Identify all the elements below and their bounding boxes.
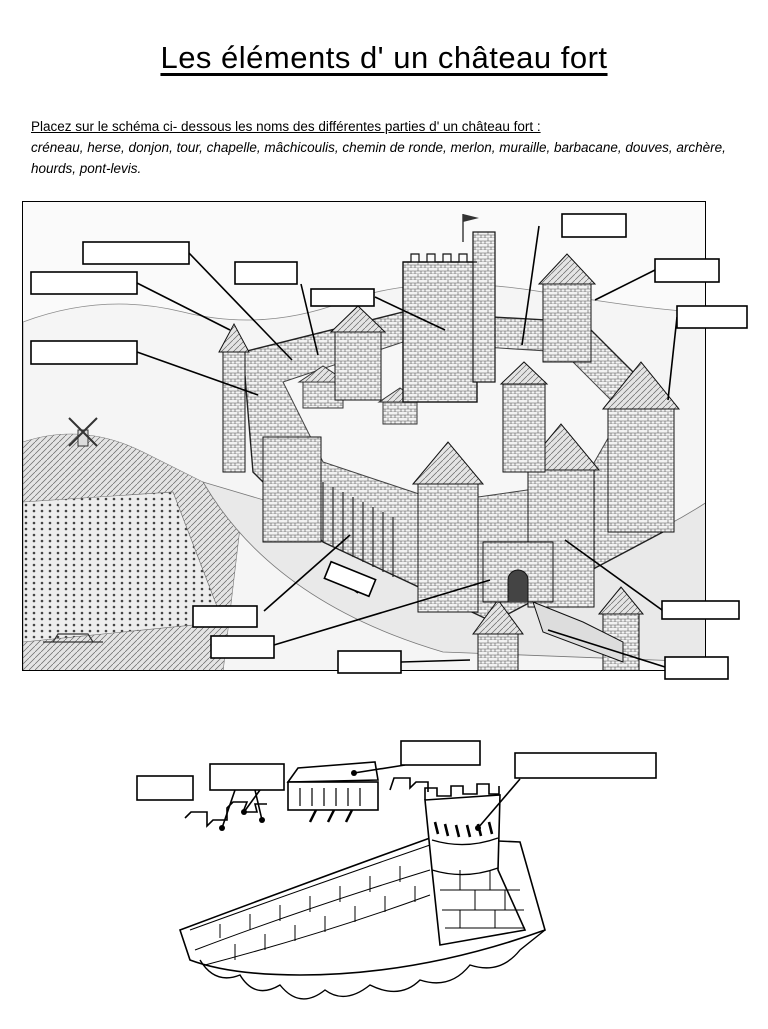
hoarding-drawing — [286, 761, 379, 823]
castle-label-box-2[interactable] — [30, 271, 138, 295]
word-list: créneau, herse, donjon, tour, chapelle, … — [31, 140, 726, 176]
wall-label-box-2[interactable] — [209, 763, 285, 791]
castle-label-box-5[interactable] — [310, 288, 375, 307]
wall-label-box-4[interactable] — [514, 752, 657, 779]
wall-label-box-3[interactable] — [400, 740, 481, 766]
castle-label-box-14[interactable] — [664, 656, 729, 680]
castle-label-box-13[interactable] — [661, 600, 740, 620]
instruction-text: Placez sur le schéma ci- dessous les nom… — [31, 119, 541, 134]
castle-label-box-9[interactable] — [192, 605, 258, 628]
castle-label-box-6[interactable] — [561, 213, 627, 238]
instructions: Placez sur le schéma ci- dessous les nom… — [31, 116, 746, 179]
castle-label-box-1[interactable] — [82, 241, 190, 265]
castle-label-box-3[interactable] — [30, 340, 138, 365]
castle-label-box-10[interactable] — [323, 560, 377, 598]
castle-label-box-11[interactable] — [210, 635, 275, 659]
wall-label-box-1[interactable] — [136, 775, 194, 801]
castle-label-lines — [136, 225, 678, 668]
castle-label-box-8[interactable] — [676, 305, 748, 329]
windmill-drawing — [68, 417, 98, 447]
wall-illustration — [0, 730, 768, 1024]
castle-label-box-7[interactable] — [654, 258, 720, 283]
page-title: Les éléments d' un château fort — [160, 40, 608, 75]
tower-drawing — [424, 783, 527, 946]
castle-label-box-4[interactable] — [234, 261, 298, 285]
castle-label-box-12[interactable] — [337, 650, 402, 674]
wall-drawing — [136, 740, 657, 1000]
